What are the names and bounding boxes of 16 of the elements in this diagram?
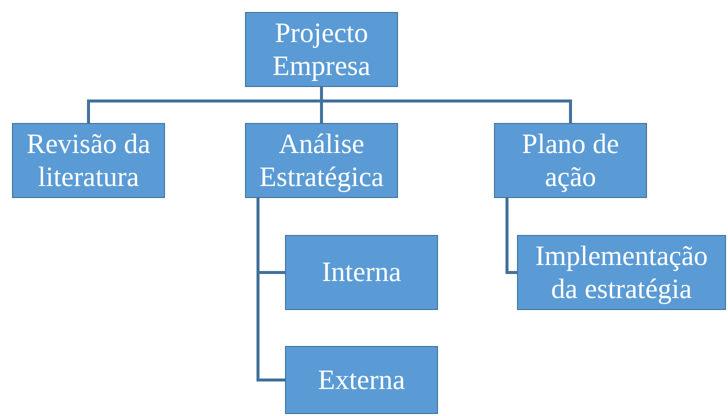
box-label: Interna — [320, 256, 402, 289]
box-label: Externa — [316, 364, 406, 396]
box-label: Revisão da literatura — [26, 128, 152, 194]
process-box — [517, 235, 726, 310]
process-box — [12, 123, 165, 198]
connector-line — [506, 198, 517, 274]
box-label: Projecto Empresa — [272, 16, 372, 82]
process-box — [494, 123, 647, 198]
connector-line — [256, 198, 285, 382]
process-box — [245, 123, 398, 198]
process-box — [245, 12, 398, 87]
box-label: Plano de ação — [520, 128, 620, 194]
process-box — [285, 235, 438, 310]
box-label: Implementação da estratégia — [534, 240, 709, 306]
process-box — [285, 346, 438, 414]
box-label: Análise Estratégica — [258, 128, 385, 194]
